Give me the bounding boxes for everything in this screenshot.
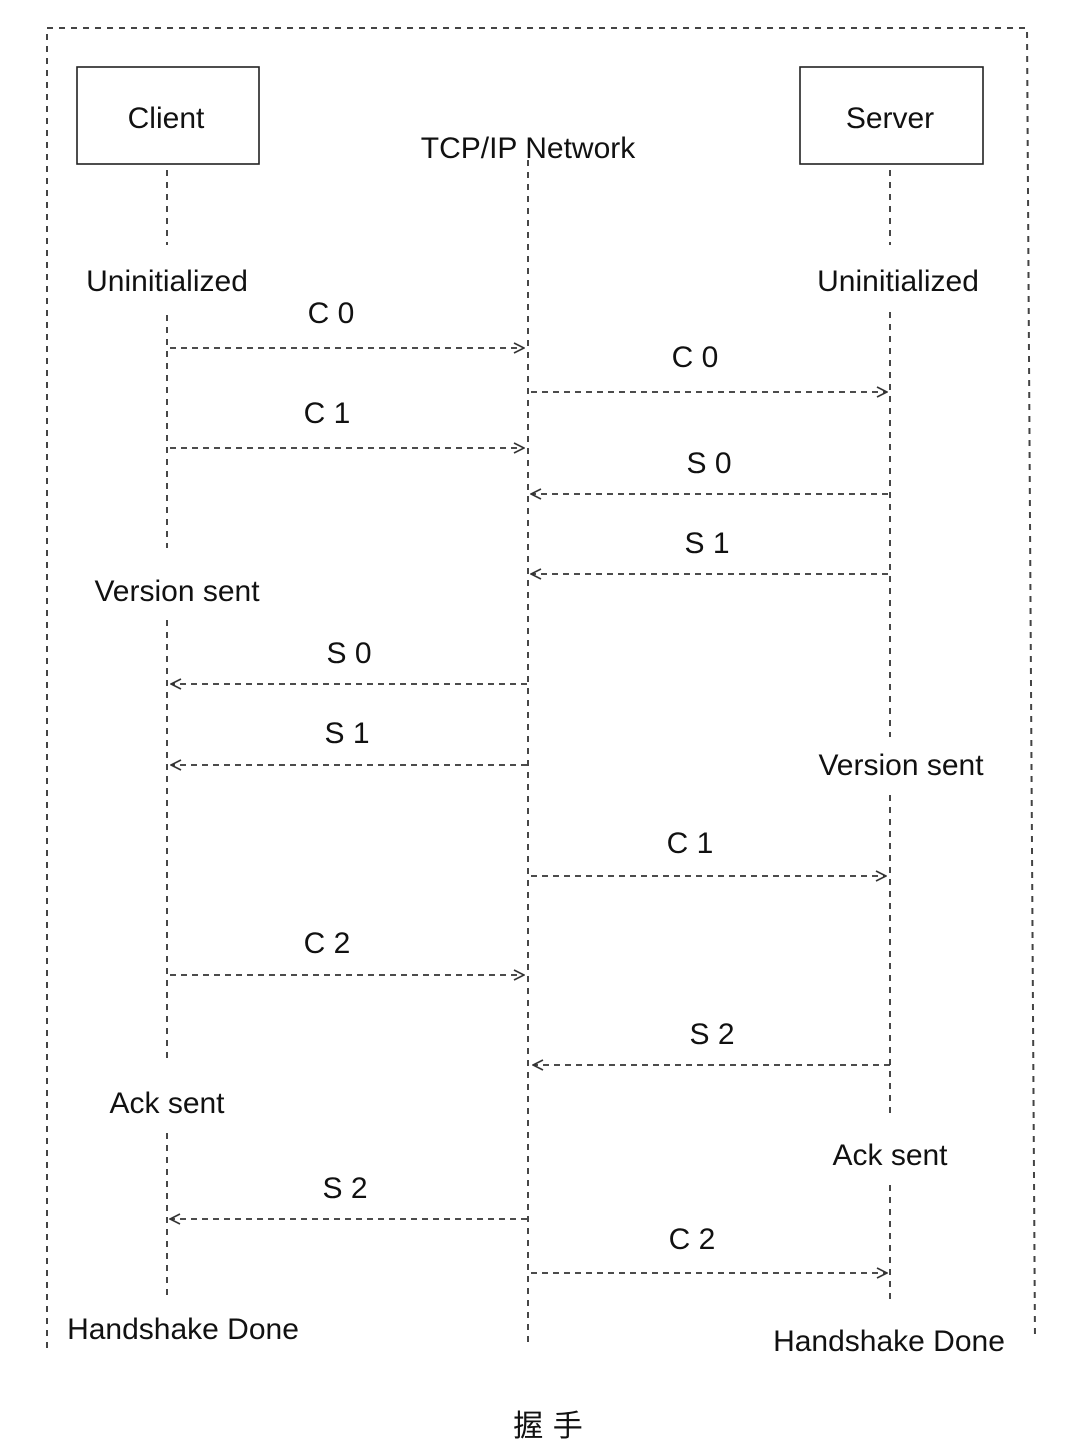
client-box <box>76 66 260 165</box>
diagram-caption: 握 手 <box>513 1409 583 1444</box>
message-label: S 2 <box>322 1172 367 1205</box>
client-state-version-sent: Version sent <box>94 575 260 608</box>
message-c1-network-to-server: C 1 <box>531 827 886 876</box>
message-label: S 0 <box>326 637 371 670</box>
message-c2-client-to-network: C 2 <box>170 927 524 975</box>
server-label: Server <box>846 102 934 135</box>
message-c0-network-to-server: C 0 <box>531 341 887 392</box>
client-label: Client <box>128 102 205 135</box>
message-label: C 0 <box>672 341 719 374</box>
message-label: C 2 <box>669 1223 716 1256</box>
message-c2-network-to-server: C 2 <box>531 1223 887 1273</box>
server-state-uninitialized: Uninitialized <box>817 265 979 298</box>
message-label: S 0 <box>686 447 731 480</box>
message-label: C 1 <box>667 827 714 860</box>
message-s0-network-to-client: S 0 <box>171 637 527 684</box>
outer-frame <box>46 27 1036 1348</box>
message-label: S 2 <box>689 1018 734 1051</box>
client-state-ack-sent: Ack sent <box>109 1087 225 1120</box>
message-c1-client-to-network: C 1 <box>170 397 524 448</box>
message-label: C 1 <box>304 397 351 430</box>
message-s2-server-to-network: S 2 <box>533 1018 890 1065</box>
message-label: S 1 <box>684 527 729 560</box>
message-s1-server-to-network: S 1 <box>531 527 888 574</box>
message-label: S 1 <box>324 717 369 750</box>
message-s0-server-to-network: S 0 <box>531 447 888 494</box>
client-state-handshake-done: Handshake Done <box>67 1313 299 1346</box>
server-box <box>799 66 984 165</box>
message-label: C 0 <box>308 297 355 330</box>
network-label: TCP/IP Network <box>421 132 636 165</box>
message-s2-network-to-client: S 2 <box>170 1172 527 1219</box>
message-s1-network-to-client: S 1 <box>171 717 527 765</box>
server-state-ack-sent: Ack sent <box>832 1139 948 1172</box>
server-state-handshake-done: Handshake Done <box>773 1325 1005 1358</box>
client-state-uninitialized: Uninitialized <box>86 265 248 298</box>
message-label: C 2 <box>304 927 351 960</box>
message-c0-client-to-network: C 0 <box>170 297 524 348</box>
server-state-version-sent: Version sent <box>818 749 984 782</box>
